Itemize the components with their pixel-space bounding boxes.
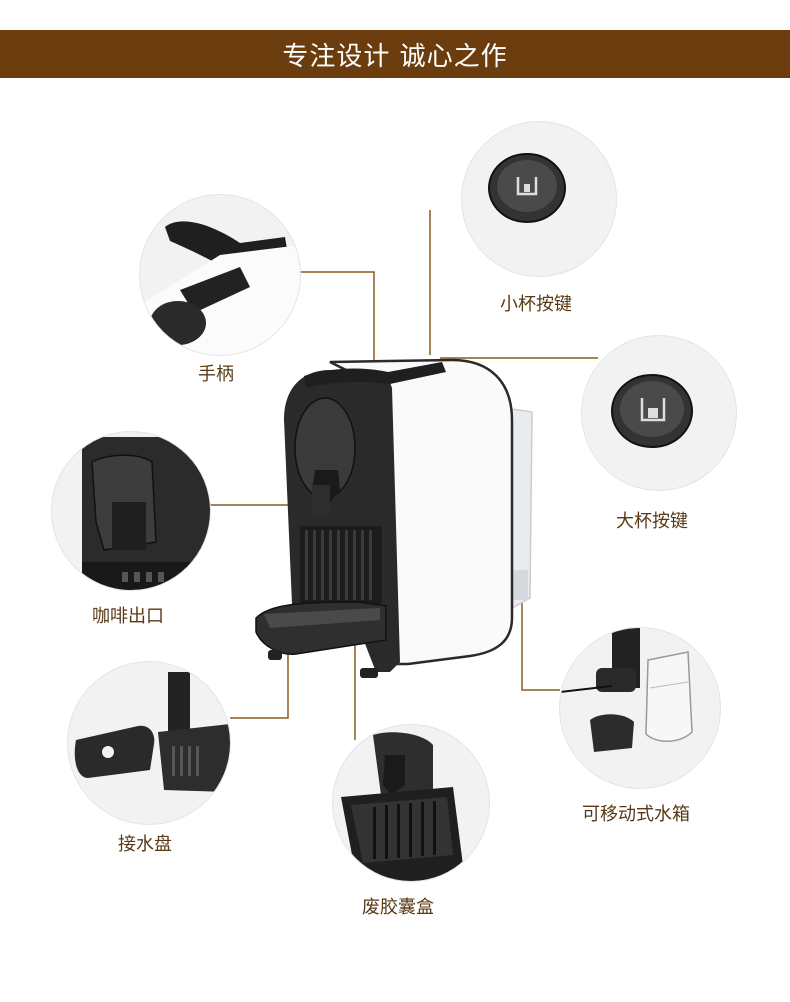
label-handle: 手柄 bbox=[198, 364, 234, 385]
label-removable-water-tank: 可移动式水箱 bbox=[582, 804, 690, 825]
capsule-waste-box-detail-image bbox=[333, 725, 489, 881]
label-capsule-waste-box: 废胶囊盒 bbox=[362, 897, 434, 918]
water-tank-detail-image bbox=[560, 628, 720, 788]
page-title: 专注设计 诚心之作 bbox=[282, 41, 508, 72]
label-small-cup-button: 小杯按键 bbox=[500, 294, 572, 315]
label-large-cup-button: 大杯按键 bbox=[616, 511, 688, 532]
header-banner: 专注设计 诚心之作 bbox=[0, 30, 790, 78]
drip-tray-detail-image bbox=[68, 662, 230, 824]
coffee-outlet-detail-image bbox=[52, 432, 210, 590]
small-cup-button-detail-image bbox=[462, 122, 616, 276]
label-coffee-outlet: 咖啡出口 bbox=[92, 606, 164, 627]
large-cup-button-detail-image bbox=[582, 336, 736, 490]
coffee-machine bbox=[255, 358, 533, 678]
handle-detail-image bbox=[140, 195, 300, 355]
label-drip-tray: 接水盘 bbox=[118, 834, 172, 855]
leader-line-handle bbox=[300, 271, 375, 372]
